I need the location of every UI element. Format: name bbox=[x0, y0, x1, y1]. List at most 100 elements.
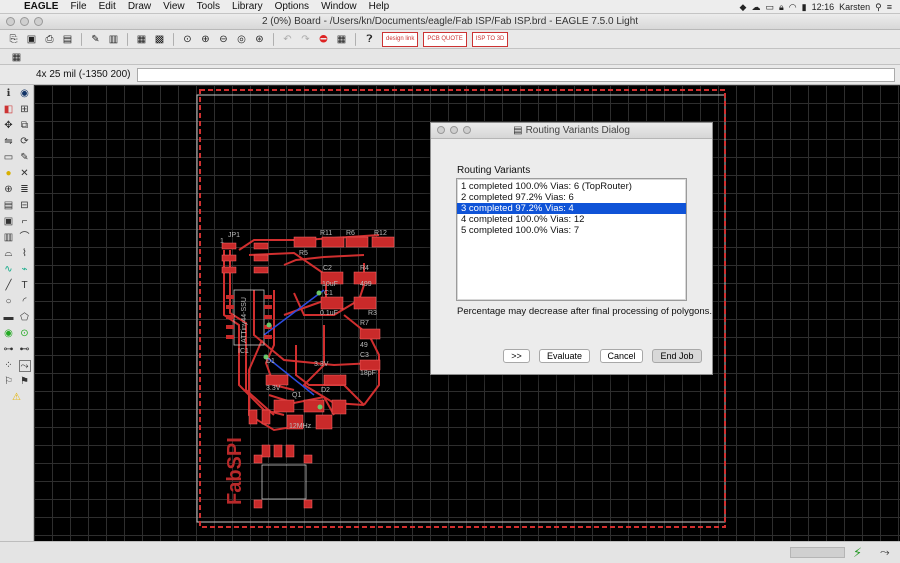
menu-user[interactable]: Karsten bbox=[839, 2, 871, 12]
undo-icon[interactable]: ↶ bbox=[283, 33, 292, 45]
zoom-out-icon[interactable]: ⊖ bbox=[219, 33, 228, 45]
menu-library[interactable]: Library bbox=[232, 1, 263, 12]
text-icon[interactable]: T bbox=[21, 280, 28, 291]
delete-icon[interactable]: ✕ bbox=[20, 168, 29, 179]
minimize-window-icon[interactable] bbox=[20, 17, 29, 26]
circle-icon[interactable]: ○ bbox=[5, 296, 12, 307]
variant-row[interactable]: 1 completed 100.0% Vias: 6 (TopRouter) bbox=[461, 181, 632, 192]
mark-icon[interactable]: ⊞ bbox=[20, 104, 29, 115]
list-icon[interactable]: ≡ bbox=[886, 2, 892, 12]
info-icon[interactable]: ℹ bbox=[6, 88, 11, 99]
display-icon[interactable]: ◧ bbox=[3, 104, 14, 115]
schematic-icon[interactable]: ▦ bbox=[136, 33, 147, 45]
miter-icon[interactable]: ⌒ bbox=[19, 232, 30, 243]
board-icon[interactable]: ▩ bbox=[154, 33, 165, 45]
wire-icon[interactable]: ∿ bbox=[4, 264, 13, 275]
menu-edit[interactable]: Edit bbox=[98, 1, 116, 12]
show-icon[interactable]: ◉ bbox=[20, 88, 29, 99]
save-icon[interactable]: ▣ bbox=[26, 33, 37, 45]
paste-icon[interactable]: ● bbox=[5, 168, 12, 179]
ulp-icon[interactable]: ✎ bbox=[91, 33, 100, 45]
add-icon[interactable]: ⊕ bbox=[4, 184, 13, 195]
pcb-quote-badge[interactable]: PCB QUOTE bbox=[423, 31, 467, 47]
menu-help[interactable]: Help bbox=[368, 1, 390, 12]
menu-draw[interactable]: Draw bbox=[127, 1, 152, 12]
design-link-badge[interactable]: design link bbox=[382, 31, 419, 47]
dialog-close-icon[interactable] bbox=[437, 126, 445, 134]
isp-3d-badge[interactable]: ISP TO 3D bbox=[471, 31, 509, 47]
zoom-in-icon[interactable]: ⊕ bbox=[201, 33, 210, 45]
grid-icon[interactable]: ▦ bbox=[11, 52, 22, 63]
copy-icon[interactable]: ⧉ bbox=[20, 120, 29, 131]
dimension-icon[interactable]: ⊷ bbox=[19, 344, 30, 355]
optimize-icon[interactable]: ▥ bbox=[3, 232, 14, 243]
stop-icon[interactable]: ⛔︎ bbox=[319, 33, 328, 45]
menu-app-name[interactable]: EAGLE bbox=[24, 1, 59, 12]
variants-list[interactable]: 1 completed 100.0% Vias: 6 (TopRouter) 2… bbox=[456, 178, 687, 301]
signal-icon[interactable]: ⌁ bbox=[21, 264, 28, 275]
variant-row[interactable]: 4 completed 100.0% Vias: 12 bbox=[461, 214, 585, 225]
lock-tool-icon[interactable]: ▣ bbox=[3, 216, 14, 227]
menu-view[interactable]: View bbox=[163, 1, 185, 12]
change-icon[interactable]: ✎ bbox=[20, 152, 29, 163]
command-input[interactable] bbox=[137, 68, 895, 82]
via-icon[interactable]: ◉ bbox=[4, 328, 13, 339]
go-icon[interactable]: ▦ bbox=[336, 33, 347, 45]
cam-icon[interactable]: ▤ bbox=[62, 33, 73, 45]
erc-icon[interactable]: ⚐ bbox=[4, 376, 13, 387]
hole-icon[interactable]: ⊙ bbox=[20, 328, 29, 339]
route-icon[interactable]: ⌓ bbox=[4, 248, 13, 259]
variant-row[interactable]: 2 completed 97.2% Vias: 6 bbox=[461, 192, 574, 203]
wifi-icon[interactable]: ◠ bbox=[788, 1, 797, 12]
mirror-icon[interactable]: ⇋ bbox=[4, 136, 13, 147]
help-icon[interactable]: ❓︎ bbox=[366, 33, 373, 45]
cancel-button[interactable]: Cancel bbox=[600, 349, 643, 363]
menu-window[interactable]: Window bbox=[321, 1, 357, 12]
search-icon[interactable]: ⚲ bbox=[875, 1, 882, 12]
close-window-icon[interactable] bbox=[6, 17, 15, 26]
lock-icon[interactable]: 🔒︎ bbox=[778, 1, 784, 12]
menu-tools[interactable]: Tools bbox=[196, 1, 221, 12]
end-job-button[interactable]: End Job bbox=[652, 349, 702, 363]
move-icon[interactable]: ✥ bbox=[4, 120, 13, 131]
variant-row-selected[interactable]: 3 completed 97.2% Vias: 4 bbox=[457, 203, 686, 214]
battery-icon[interactable]: ▮ bbox=[801, 1, 807, 12]
ripup-icon[interactable]: ⌇ bbox=[22, 248, 27, 259]
variant-row[interactable]: 5 completed 100.0% Vias: 7 bbox=[461, 225, 580, 236]
rotate-icon[interactable]: ⟳ bbox=[20, 136, 29, 147]
redo-icon[interactable]: ↷ bbox=[301, 33, 310, 45]
open-icon[interactable]: ⎘ bbox=[9, 33, 18, 45]
autorouter-status-icon[interactable]: ⤳ bbox=[880, 545, 890, 559]
rect-icon[interactable]: ▬ bbox=[3, 312, 14, 323]
dialog-minimize-icon[interactable] bbox=[450, 126, 458, 134]
name-icon[interactable]: ≣ bbox=[20, 184, 29, 195]
next-button[interactable]: >> bbox=[503, 349, 530, 363]
airplay-icon[interactable]: ▭ bbox=[765, 1, 774, 12]
arc-icon[interactable]: ◜ bbox=[22, 296, 27, 307]
evaluate-button[interactable]: Evaluate bbox=[539, 349, 590, 363]
zoom-window-icon[interactable] bbox=[34, 17, 43, 26]
zoom-select-icon[interactable]: ⊛ bbox=[255, 33, 264, 45]
dialog-zoom-icon[interactable] bbox=[463, 126, 471, 134]
smash-icon[interactable]: ⊟ bbox=[20, 200, 29, 211]
menu-file[interactable]: File bbox=[70, 1, 87, 12]
go-status-icon[interactable]: ⚡︎ bbox=[853, 545, 863, 560]
drc-icon[interactable]: ⚑ bbox=[20, 376, 29, 387]
dropbox-icon[interactable]: ◆ bbox=[739, 1, 747, 12]
line-icon[interactable]: ╱ bbox=[5, 280, 12, 291]
menu-options[interactable]: Options bbox=[274, 1, 310, 12]
print-icon[interactable]: ⎙ bbox=[45, 33, 54, 45]
ratsnest-icon[interactable]: ⁘ bbox=[4, 360, 13, 371]
zoom-fit-icon[interactable]: ⊙ bbox=[183, 33, 192, 45]
errors-icon[interactable]: ⚠ bbox=[12, 392, 21, 403]
group-icon[interactable]: ▭ bbox=[3, 152, 14, 163]
polygon-icon[interactable]: ⬠ bbox=[20, 312, 29, 323]
value-icon[interactable]: ▤ bbox=[3, 200, 14, 211]
split-icon[interactable]: ⌐ bbox=[21, 216, 28, 227]
script-icon[interactable]: ▥ bbox=[108, 33, 119, 45]
cloud-icon[interactable]: ☁ bbox=[751, 1, 761, 12]
attribute-icon[interactable]: ⊶ bbox=[3, 344, 14, 355]
redraw-icon[interactable]: ◎ bbox=[237, 33, 246, 45]
autorouter-icon[interactable]: ⤳ bbox=[18, 360, 31, 372]
menu-clock[interactable]: 12:16 bbox=[811, 2, 835, 12]
